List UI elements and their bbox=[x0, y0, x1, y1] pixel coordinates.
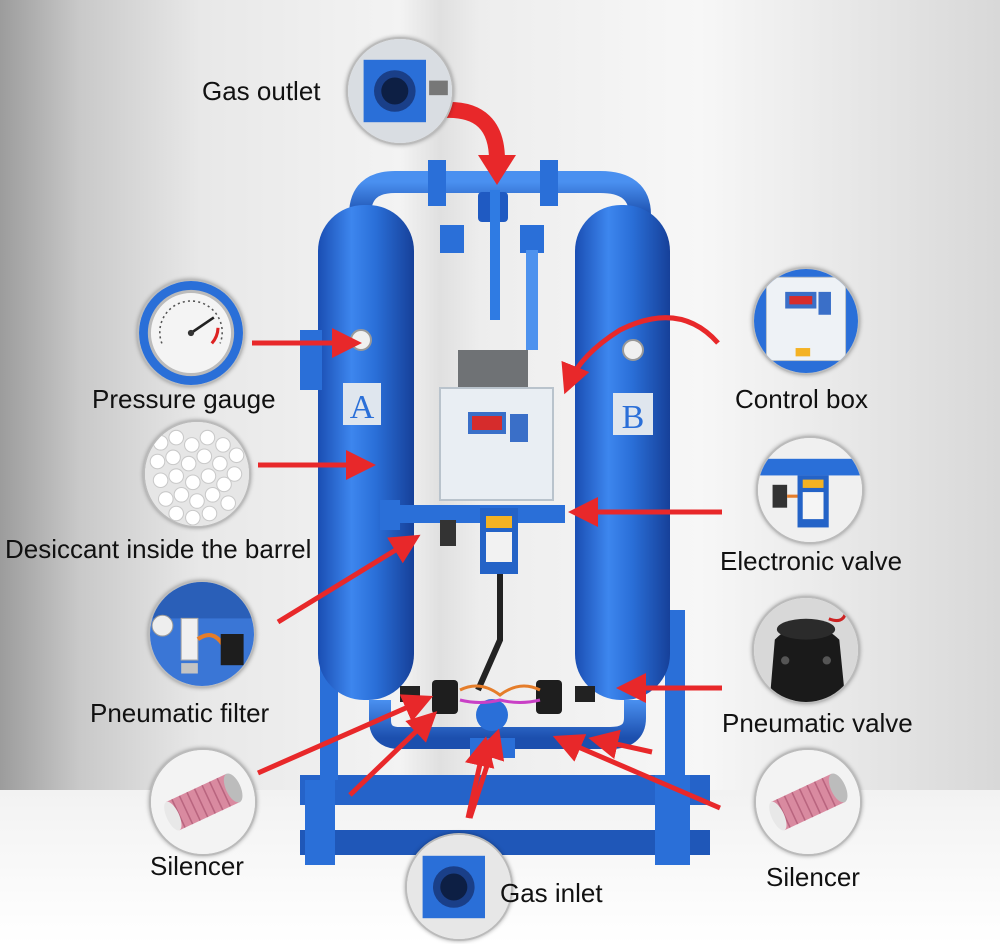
label-silencer-left: Silencer bbox=[150, 851, 244, 881]
label-electronic-valve: Electronic valve bbox=[720, 546, 903, 576]
gas-outlet-callout bbox=[346, 37, 454, 145]
label-pneumatic-valve: Pneumatic valve bbox=[722, 708, 913, 738]
tank-a-letter: A bbox=[350, 389, 375, 426]
electronic-valve-callout bbox=[756, 436, 864, 544]
label-pressure-gauge: Pressure gauge bbox=[92, 384, 276, 414]
silencer-right-callout bbox=[754, 748, 862, 856]
label-desiccant: Desiccant inside the barrel bbox=[5, 534, 312, 564]
desiccant-callout bbox=[143, 420, 251, 528]
label-gas-outlet: Gas outlet bbox=[202, 76, 321, 106]
control-box bbox=[380, 350, 565, 530]
solenoid-valve bbox=[440, 508, 518, 692]
label-silencer-right: Silencer bbox=[766, 862, 860, 892]
gas-inlet-callout bbox=[405, 833, 513, 941]
silencer-left-callout bbox=[149, 748, 257, 856]
pneumatic-filter-callout bbox=[148, 580, 256, 688]
pneumatic-valve-callout bbox=[752, 596, 860, 704]
tank-a: A bbox=[300, 205, 414, 700]
label-pneumatic-filter: Pneumatic filter bbox=[90, 698, 270, 728]
label-gas-inlet: Gas inlet bbox=[500, 878, 603, 908]
tank-b-letter: B bbox=[622, 399, 645, 436]
label-control-box: Control box bbox=[735, 384, 868, 414]
tank-b: B bbox=[575, 205, 670, 700]
pressure-gauge-callout bbox=[137, 279, 245, 387]
top-manifold bbox=[349, 160, 651, 350]
control-box-callout bbox=[752, 267, 860, 375]
